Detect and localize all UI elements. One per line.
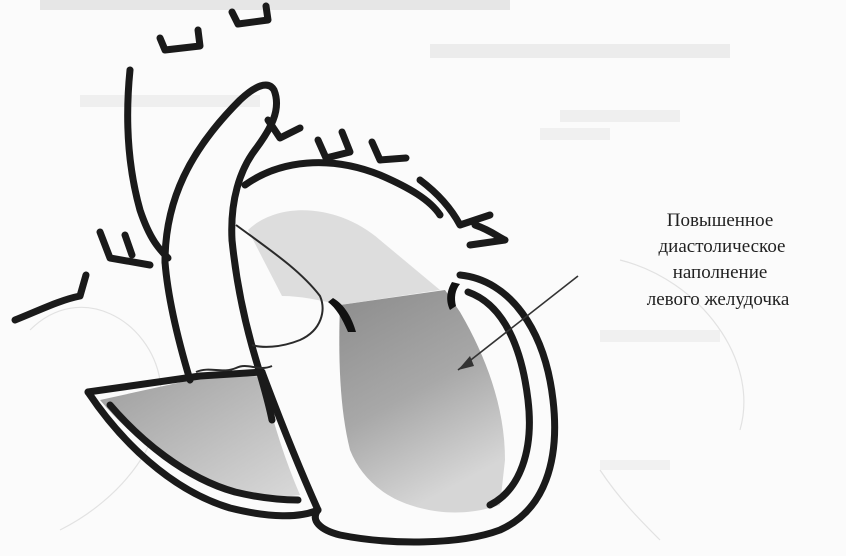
annotation-line-2: диастолическое: [659, 236, 786, 257]
annotation-line-3: наполнение: [673, 262, 768, 283]
annotation-line-4: левого желудочка: [647, 289, 790, 310]
annotation-line-1: Повышенное: [667, 210, 774, 231]
